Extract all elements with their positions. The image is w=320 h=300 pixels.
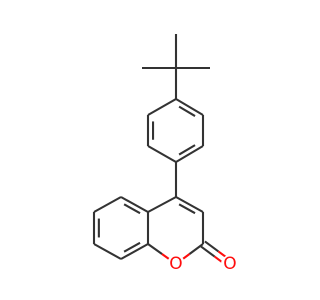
coumarin-c4-c4a-bond [147,196,177,213]
carbonyl-double-bond-line-1-carbon [200,245,216,258]
phenyl-bond-1 [175,98,204,116]
benzo-inner-double-bond-3 [123,203,141,215]
pyranone-oxygen-c8a-bond-part-b [147,243,163,255]
atom-label-ring-oxygen: O [167,254,185,274]
phenyl-bond-6 [147,98,177,116]
phenyl-inner-double-bond-1 [178,105,196,117]
canvas-background [0,0,300,300]
molecule-structure-diagram: O O [0,0,300,300]
phenyl-bond-4 [147,145,177,163]
phenyl-inner-double-bond-2 [178,144,196,156]
pyranone-c2-oxygen-bond-part-a [188,243,204,255]
benzo-bond-2 [93,243,122,260]
benzo-bond-4 [93,196,122,213]
carbonyl-double-bond-line-2-carbon [204,240,220,253]
carbonyl-oxygen-symbol: O [223,254,236,274]
phenyl-bond-3 [175,145,204,163]
ring-oxygen-symbol: O [169,254,182,274]
atom-label-carbonyl-oxygen: O [221,254,239,274]
benzo-bond-1 [120,243,149,260]
carbonyl-oxygen-label-mask [221,255,239,273]
pyranone-inner-double-bond [178,203,196,215]
benzo-bond-5 [120,196,149,213]
pyranone-c4-c3-bond [175,196,204,213]
ring-oxygen-label-mask [167,255,185,273]
benzo-inner-double-bond-1 [123,241,141,253]
